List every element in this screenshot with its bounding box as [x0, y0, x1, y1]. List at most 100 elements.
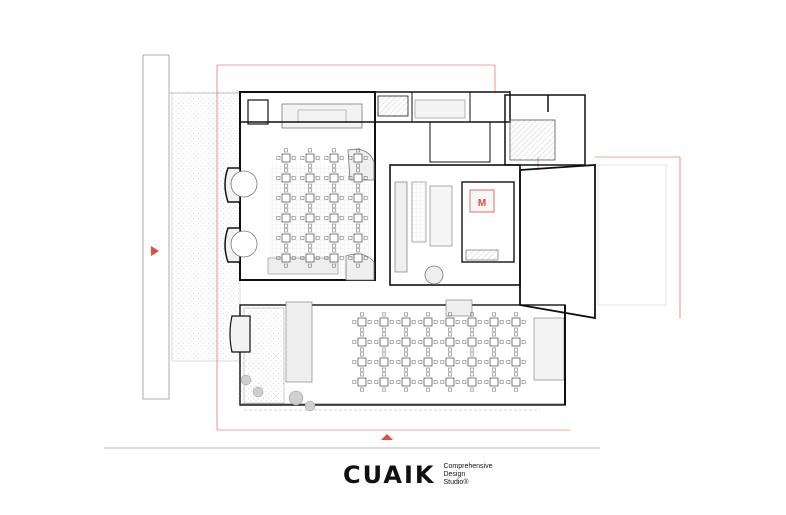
dining-table: [305, 153, 315, 163]
chair: [382, 312, 386, 317]
chair: [499, 320, 504, 324]
dining-table: [401, 377, 411, 387]
chair: [492, 367, 496, 372]
chair: [404, 312, 408, 317]
chair: [374, 380, 379, 384]
chair: [455, 360, 460, 364]
chair: [448, 327, 452, 332]
south-entrance-arrow-icon: [381, 434, 393, 440]
chair: [382, 372, 386, 377]
chair: [348, 156, 353, 160]
adjacent-building: [519, 164, 667, 320]
dining-table: [281, 153, 291, 163]
chair: [360, 347, 364, 352]
dining-table: [489, 317, 499, 327]
chair: [308, 148, 312, 153]
brand-tagline-line: Studio®: [443, 479, 469, 486]
chair: [291, 216, 296, 220]
chair: [404, 327, 408, 332]
chair: [426, 352, 430, 357]
chair: [389, 380, 394, 384]
dining-table: [305, 193, 315, 203]
chair: [356, 188, 360, 193]
dining-table: [467, 317, 477, 327]
chair: [291, 156, 296, 160]
chair: [315, 176, 320, 180]
dining-table: [353, 173, 363, 183]
chair: [284, 208, 288, 213]
chair: [360, 367, 364, 372]
dining-table: [401, 337, 411, 347]
chair: [332, 243, 336, 248]
chair: [506, 320, 511, 324]
chair: [426, 327, 430, 332]
chair: [332, 183, 336, 188]
dining-table: [379, 337, 389, 347]
chair: [339, 256, 344, 260]
chair: [284, 248, 288, 253]
kitchen: [389, 164, 521, 286]
chair: [506, 380, 511, 384]
dining-table: [353, 193, 363, 203]
chair: [363, 196, 368, 200]
chair: [477, 340, 482, 344]
chair: [332, 208, 336, 213]
chair: [308, 188, 312, 193]
dining-table: [329, 213, 339, 223]
chair: [332, 263, 336, 268]
chair: [300, 156, 305, 160]
chair: [433, 360, 438, 364]
chair: [300, 236, 305, 240]
chair: [360, 387, 364, 392]
chair: [411, 340, 416, 344]
chair: [484, 340, 489, 344]
dining-table: [423, 337, 433, 347]
chair: [356, 223, 360, 228]
dining-table: [379, 357, 389, 367]
chair: [418, 320, 423, 324]
chair: [300, 176, 305, 180]
chair: [276, 236, 281, 240]
chair: [499, 340, 504, 344]
chair: [276, 256, 281, 260]
chair: [324, 216, 329, 220]
chair: [470, 332, 474, 337]
chair: [363, 236, 368, 240]
chair: [440, 360, 445, 364]
chair: [492, 332, 496, 337]
chair: [315, 156, 320, 160]
chair: [324, 156, 329, 160]
dining-table: [423, 357, 433, 367]
chair: [484, 380, 489, 384]
chair: [492, 387, 496, 392]
chair: [470, 367, 474, 372]
chair: [291, 196, 296, 200]
chair: [411, 320, 416, 324]
chair: [332, 148, 336, 153]
chair: [396, 360, 401, 364]
dining-table: [401, 317, 411, 327]
dining-table: [511, 377, 521, 387]
chair: [332, 223, 336, 228]
chair: [455, 320, 460, 324]
chair: [356, 263, 360, 268]
chair: [521, 360, 526, 364]
chair: [426, 312, 430, 317]
chair: [426, 387, 430, 392]
chair: [291, 236, 296, 240]
chair: [382, 367, 386, 372]
chair: [363, 176, 368, 180]
dining-table: [489, 357, 499, 367]
chair: [499, 380, 504, 384]
dining-table: [511, 357, 521, 367]
chair: [308, 263, 312, 268]
chair: [514, 367, 518, 372]
chair: [276, 196, 281, 200]
chair: [404, 347, 408, 352]
chair: [356, 243, 360, 248]
chair: [332, 228, 336, 233]
chair: [470, 352, 474, 357]
chair: [470, 347, 474, 352]
chair: [404, 367, 408, 372]
dining-table: [445, 317, 455, 327]
